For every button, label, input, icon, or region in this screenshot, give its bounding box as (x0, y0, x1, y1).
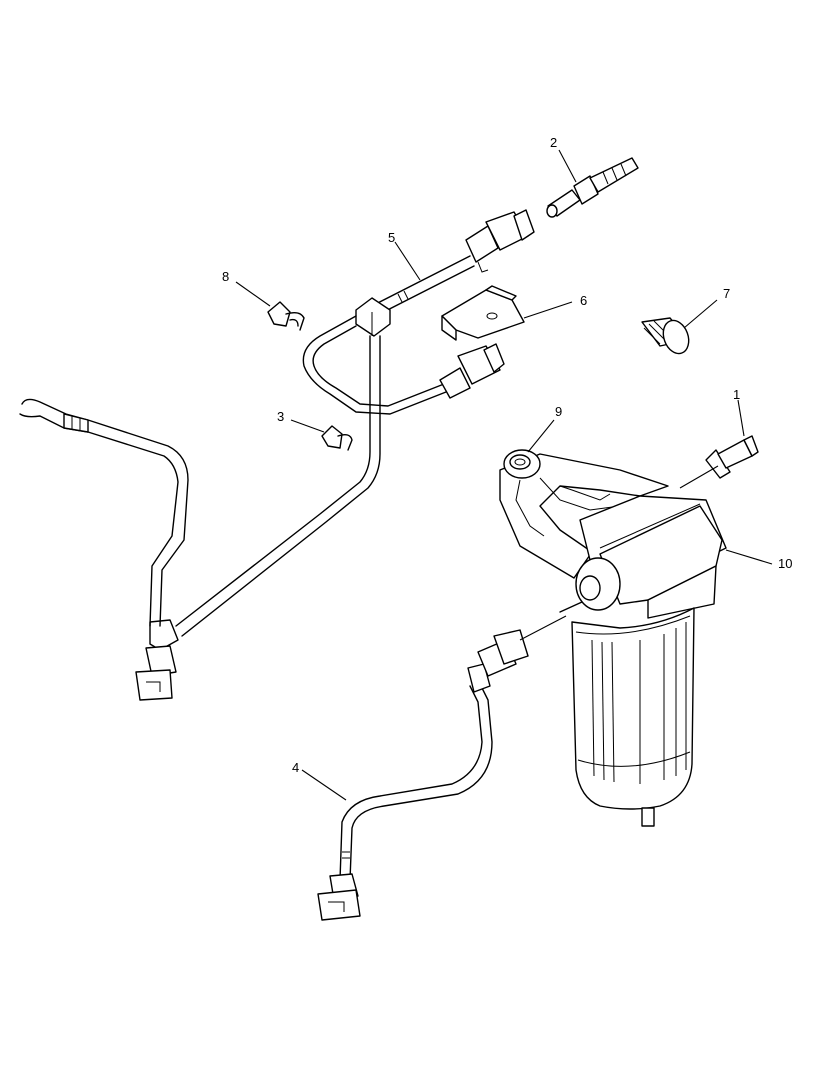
callout-9: 9 (555, 404, 562, 419)
callout-2: 2 (550, 135, 557, 150)
part-10-filter-assembly (499, 453, 727, 827)
part-4-lower-hose (317, 629, 529, 921)
callout-1: 1 (733, 387, 740, 402)
callout-8: 8 (222, 269, 229, 284)
callout-6: 6 (580, 293, 587, 308)
callout-3: 3 (277, 409, 284, 424)
part-5-tube-assembly (135, 209, 535, 701)
callout-5: 5 (388, 230, 395, 245)
callout-7: 7 (723, 286, 730, 301)
part-1-fitting (705, 435, 759, 479)
part-2-hose-fitting (546, 157, 639, 218)
hose-upper-left (19, 398, 189, 627)
part-7-plug (641, 317, 690, 355)
leader-lines (235, 149, 773, 801)
part-8-clip (267, 301, 305, 331)
part-3-clip (321, 425, 353, 451)
part-6-bracket (441, 285, 525, 341)
part-9-grommet (503, 449, 541, 479)
callout-4: 4 (292, 760, 299, 775)
callout-labels: 1 2 3 4 5 6 7 8 9 10 (222, 135, 792, 775)
callout-10: 10 (778, 556, 792, 571)
